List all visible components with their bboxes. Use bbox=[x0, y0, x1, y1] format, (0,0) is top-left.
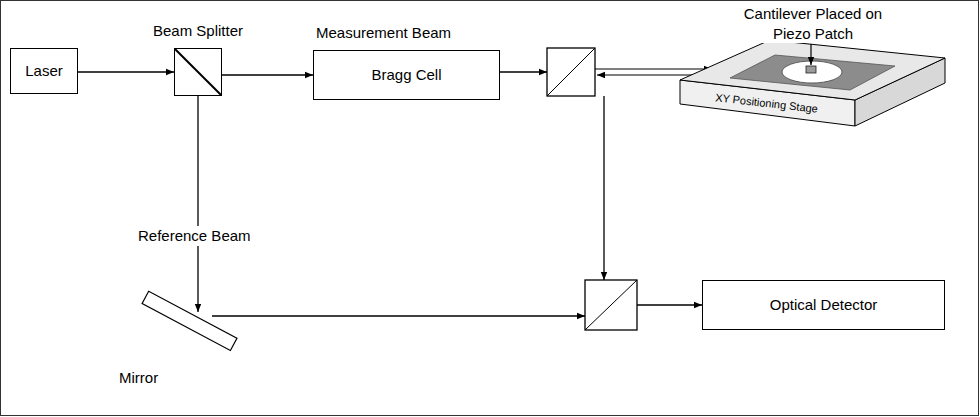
bragg-cell-box: Measurement BeamBragg Cell bbox=[313, 50, 500, 100]
part-label: Cantilever Placed on Piezo Patch bbox=[731, 4, 895, 43]
beam-splitter-cube bbox=[547, 48, 595, 96]
part-label: Mirror bbox=[117, 368, 160, 388]
mirror-symbol bbox=[142, 291, 237, 350]
beam-line bbox=[197, 96, 198, 312]
stage-label: XY Positioning Stage bbox=[713, 90, 821, 116]
xy-stage bbox=[680, 40, 945, 126]
splitter-diagonal bbox=[175, 49, 221, 95]
box-label: Laser bbox=[25, 62, 63, 80]
beam-splitter-cube: Beam Splitter bbox=[174, 48, 222, 96]
box-heading: Beam Splitter bbox=[151, 22, 245, 40]
cantilever bbox=[806, 66, 816, 73]
beam-line bbox=[212, 315, 585, 316]
beam-arrow bbox=[78, 71, 174, 72]
beam-line bbox=[595, 68, 712, 69]
laser-box: Laser bbox=[10, 48, 78, 94]
box-label: Optical Detector bbox=[770, 296, 878, 314]
box-heading: Measurement Beam bbox=[314, 24, 453, 42]
beam-line bbox=[603, 96, 604, 280]
piezo-patch bbox=[730, 55, 895, 90]
beam-line bbox=[637, 304, 702, 305]
detector-box: Optical Detector bbox=[702, 280, 945, 330]
beam-label: Reference Beam bbox=[136, 226, 253, 246]
beam-line bbox=[500, 71, 547, 72]
leader-line bbox=[810, 44, 811, 65]
beam-splitter-cube bbox=[585, 280, 637, 330]
box-label: Bragg Cell bbox=[371, 66, 441, 84]
beam-arrow bbox=[222, 74, 313, 75]
